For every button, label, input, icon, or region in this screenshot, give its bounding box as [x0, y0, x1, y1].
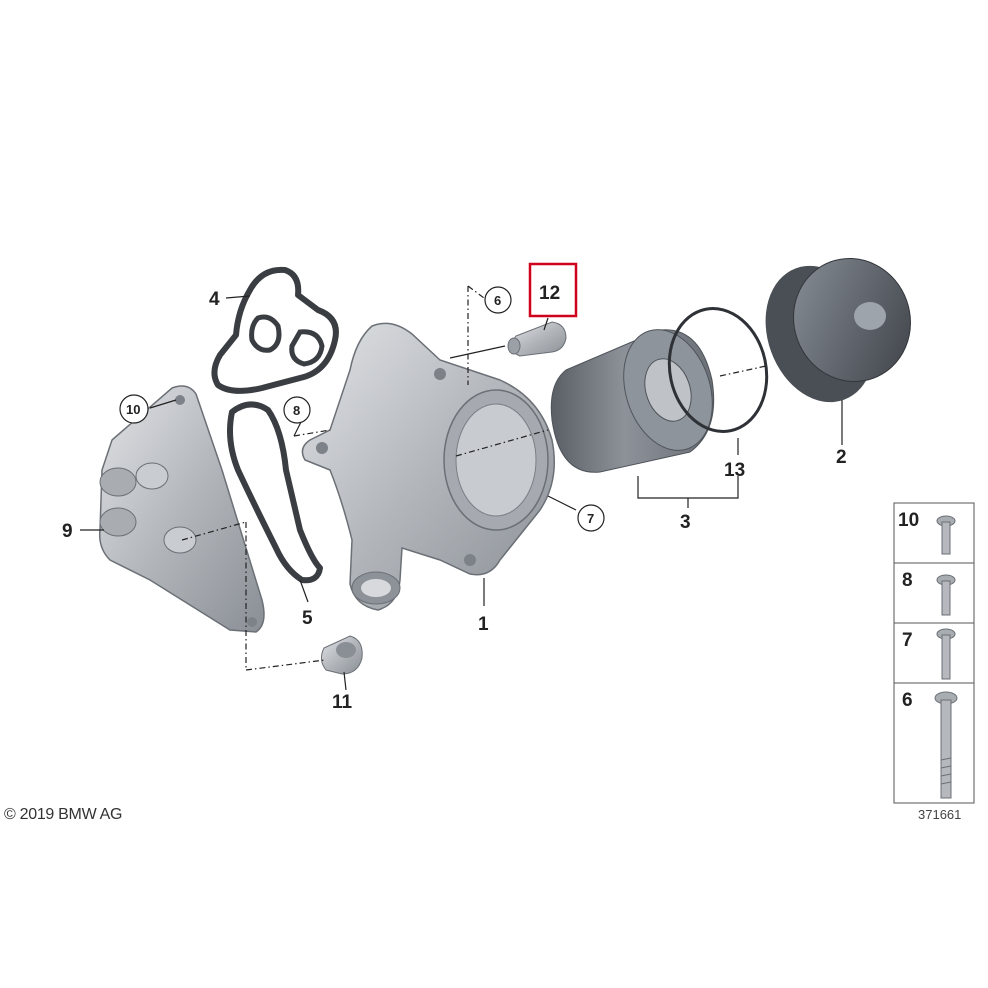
- callout-9: 9: [62, 521, 73, 542]
- flange-bolt-icon: [936, 574, 956, 616]
- callout-8-circle: [283, 396, 311, 424]
- callout-1: 1: [478, 614, 489, 635]
- legend-label-6: 6: [902, 690, 913, 711]
- legend-label-10: 10: [898, 510, 919, 531]
- callouts: 4 6 10 8 9 5 1 11 7 3 13 2 12: [62, 262, 847, 713]
- callout-6: 6: [494, 293, 501, 308]
- callout-11: 11: [332, 692, 353, 713]
- legend-label-7: 7: [902, 630, 913, 651]
- diagram-number: 371661: [918, 807, 962, 822]
- callout-7: 7: [587, 511, 594, 526]
- leader-lines: [80, 285, 843, 691]
- callout-8: 8: [293, 403, 300, 418]
- copyright-text: © 2019 BMW AG: [4, 806, 123, 823]
- nut: [320, 635, 363, 675]
- callout-12: 12: [539, 283, 560, 304]
- gasket-upper: [211, 266, 339, 394]
- cover-plate: [98, 385, 265, 633]
- callout-10-circle: [119, 394, 149, 424]
- oil-pressure-sensor: [507, 321, 567, 357]
- medium-flange-bolt-icon: [936, 628, 956, 680]
- callout-2: 2: [836, 447, 847, 468]
- callout-6-circle: [484, 286, 512, 314]
- callout-3: 3: [680, 512, 691, 533]
- oil-filter-element: [550, 329, 715, 473]
- highlight-box: [528, 262, 578, 318]
- oil-filter-housing: [301, 322, 555, 611]
- callout-10: 10: [126, 402, 140, 417]
- o-ring: [667, 307, 769, 433]
- callout-13: 13: [724, 460, 745, 481]
- callout-4: 4: [209, 289, 220, 310]
- oil-filter-cap: [765, 257, 911, 403]
- short-flange-bolt-icon: [936, 515, 956, 555]
- callout-5: 5: [302, 608, 313, 629]
- fastener-legend: 10 8 7 6: [893, 502, 975, 804]
- long-flange-bolt-icon: [934, 691, 958, 799]
- legend-label-8: 8: [902, 570, 913, 591]
- callout-7-circle: [577, 504, 605, 532]
- gasket-lower: [227, 401, 323, 584]
